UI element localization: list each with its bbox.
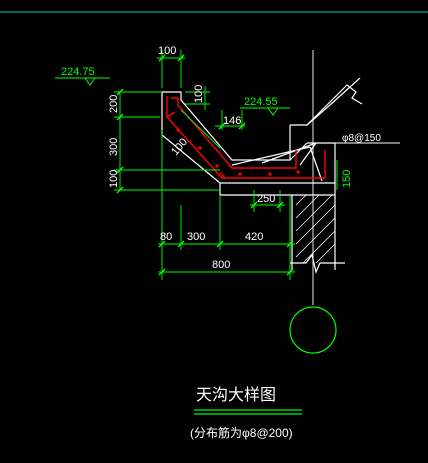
dim-200: 200 [108,95,120,113]
dimension-texts: 100 224.75 224.55 100 146 200 300 100 10… [61,45,353,271]
elevation-right [240,107,290,116]
dimension-ticks [116,54,294,276]
dim-300: 300 [108,138,120,156]
column-hatch [295,194,336,264]
rebar-dots [176,128,300,176]
rebar-lines [166,96,326,179]
dim-top-100: 100 [158,45,176,57]
rebar-spec-label: φ8@150 [342,133,381,144]
drawing-subtitle: (分布筋为φ8@200) [190,425,293,440]
dim-250: 250 [257,193,275,205]
dim-800: 800 [212,259,230,271]
dim-420: 420 [245,231,263,243]
elevation-left-label: 224.75 [61,66,95,78]
dim-150-right: 150 [341,170,353,188]
elevation-left [55,77,110,86]
dim-146: 146 [223,115,241,127]
axis-circle [289,306,337,354]
dim-side-100: 100 [193,85,205,103]
dimension-lines [114,50,338,280]
dim-80: 80 [160,231,172,243]
elevation-right-label: 224.55 [244,96,278,108]
drawing-title: 天沟大样图 [196,386,276,404]
dim-300-bottom: 300 [187,231,205,243]
dim-100-left: 100 [108,170,120,188]
